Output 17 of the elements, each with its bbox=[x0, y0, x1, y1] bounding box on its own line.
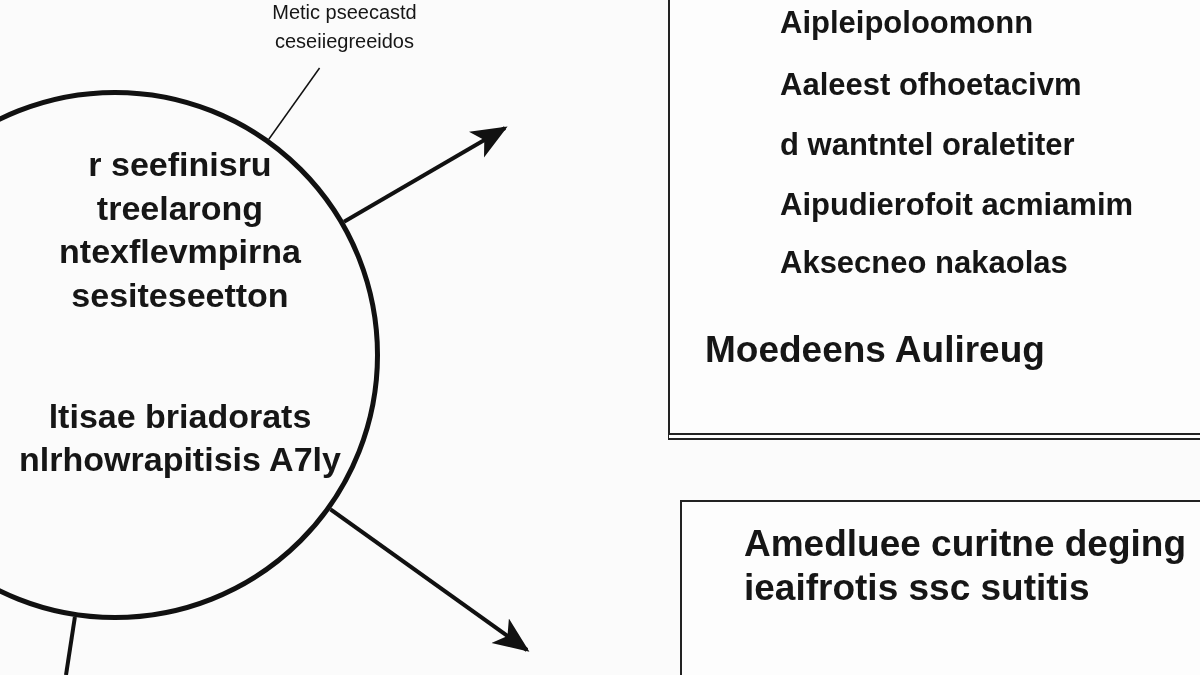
leader-line bbox=[268, 67, 321, 140]
circle-text: r seefinisru treelarong ntexflevmpirna sesiteseetton bbox=[58, 144, 302, 316]
panel-text: Aipleipoloomonn bbox=[780, 4, 1035, 42]
text-panel bbox=[668, 0, 1200, 440]
circle-node bbox=[0, 90, 380, 620]
circle-text: ltisae briadorats nlrhowrapitisis A7ly bbox=[18, 396, 342, 480]
panel-text: Aaleest ofhoetacivm bbox=[780, 66, 1083, 104]
panel-heading: Moedeens Aulireug bbox=[705, 328, 1046, 372]
panel-text: d wantntel oraletiter bbox=[780, 126, 1076, 164]
panel-text: Aksecneo nakaolas bbox=[780, 244, 1069, 282]
arrow bbox=[329, 507, 530, 652]
arrow bbox=[343, 126, 508, 224]
panel-text: Aipudierofoit acmiamim bbox=[780, 186, 1135, 224]
panel-text: Amedluee curitne deging ieaifrotis ssc sutitis bbox=[744, 522, 1187, 611]
connector-line bbox=[64, 616, 77, 675]
text-panel bbox=[680, 500, 1200, 675]
annotation-text: Metic pseecastd ceseiiegreeidos bbox=[271, 0, 418, 54]
